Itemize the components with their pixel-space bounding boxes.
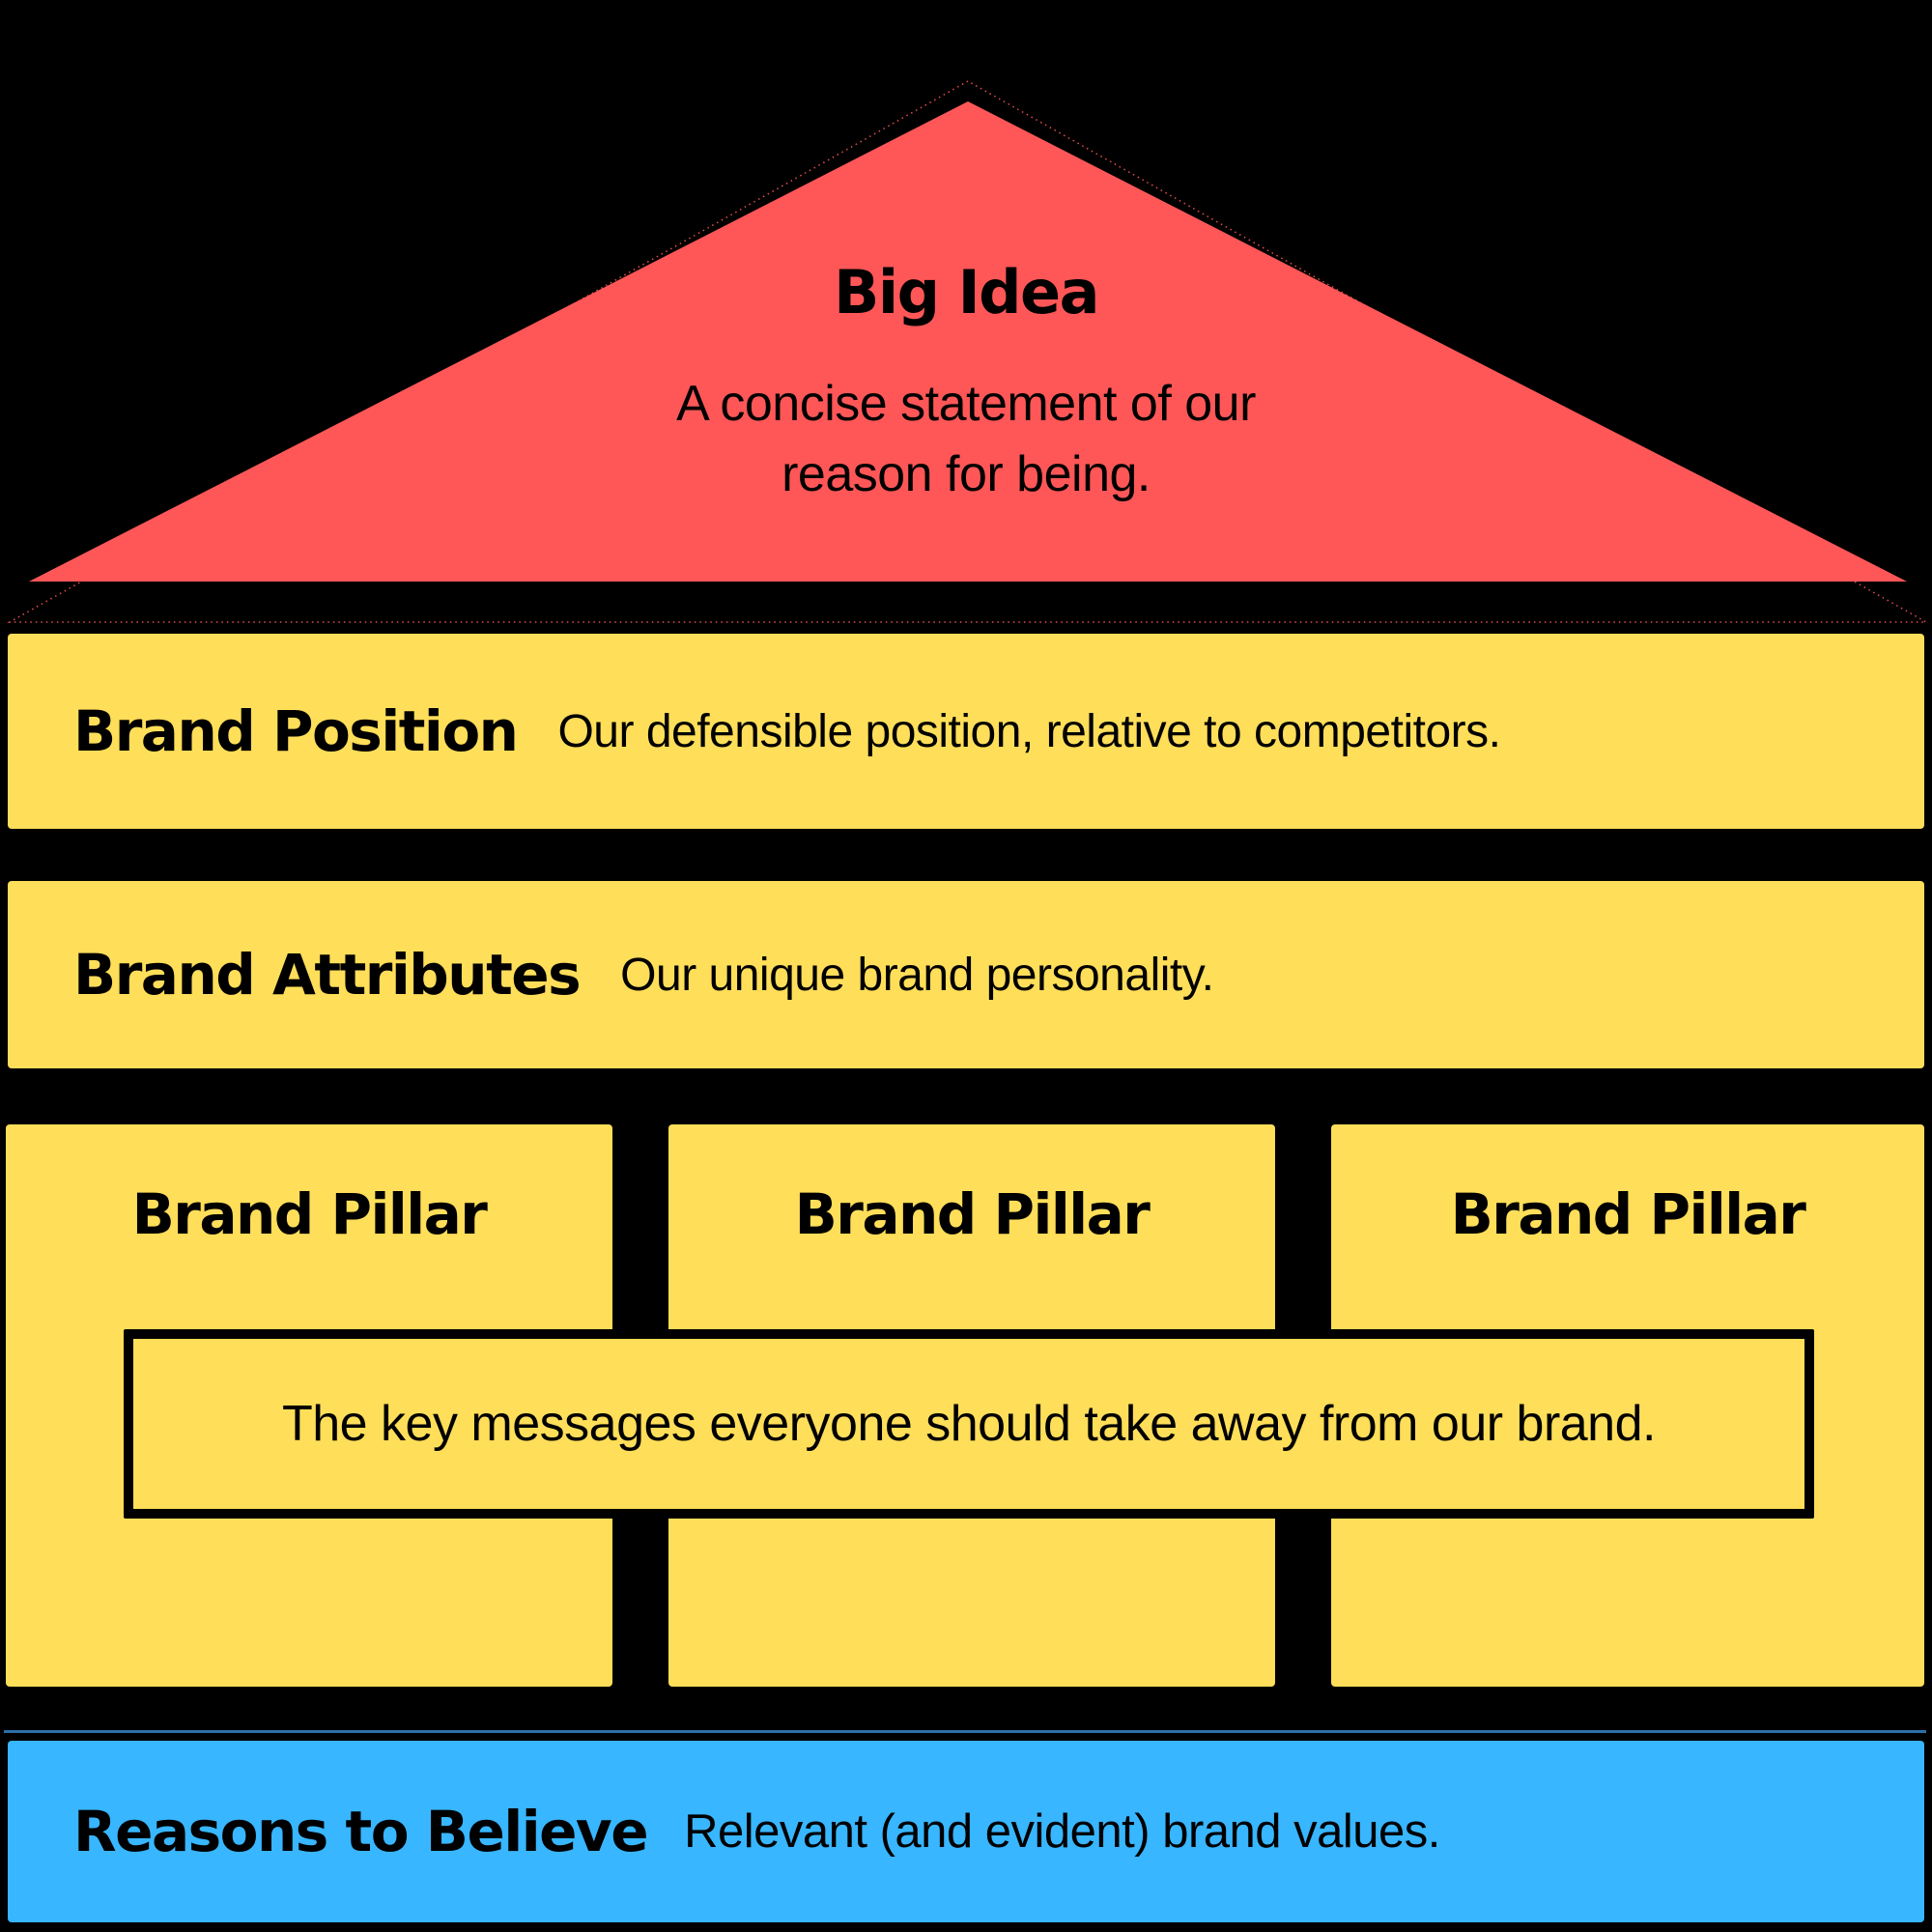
brand-pillar-3-label: Brand Pillar — [1450, 1181, 1806, 1247]
brand-pillar-1-label: Brand Pillar — [131, 1181, 488, 1247]
base-accent-line — [4, 1730, 1926, 1733]
brand-position-label: Brand Position — [73, 698, 519, 764]
brand-pillar-2-label: Brand Pillar — [794, 1181, 1151, 1247]
brand-position-bar: Brand Position Our defensible position, … — [8, 634, 1924, 829]
brand-attributes-label: Brand Attributes — [73, 942, 582, 1008]
big-idea-description: A concise statement of our reason for be… — [0, 369, 1932, 510]
brand-attributes-bar: Brand Attributes Our unique brand person… — [8, 881, 1924, 1068]
roof-fill — [29, 101, 1907, 582]
key-messages-box: The key messages everyone should take aw… — [124, 1329, 1814, 1519]
reasons-to-believe-bar: Reasons to Believe Relevant (and evident… — [8, 1741, 1924, 1922]
big-idea-description-line1: A concise statement of our — [676, 376, 1256, 432]
roof-triangle — [7, 80, 1929, 623]
big-idea-title: Big Idea — [834, 257, 1099, 327]
big-idea-description-line2: reason for being. — [781, 446, 1151, 502]
reasons-to-believe-label: Reasons to Believe — [73, 1799, 649, 1864]
brand-position-description: Our defensible position, relative to com… — [557, 705, 1501, 757]
key-messages-description: The key messages everyone should take aw… — [282, 1396, 1656, 1452]
reasons-to-believe-description: Relevant (and evident) brand values. — [684, 1805, 1440, 1858]
brand-attributes-description: Our unique brand personality. — [620, 949, 1214, 1001]
